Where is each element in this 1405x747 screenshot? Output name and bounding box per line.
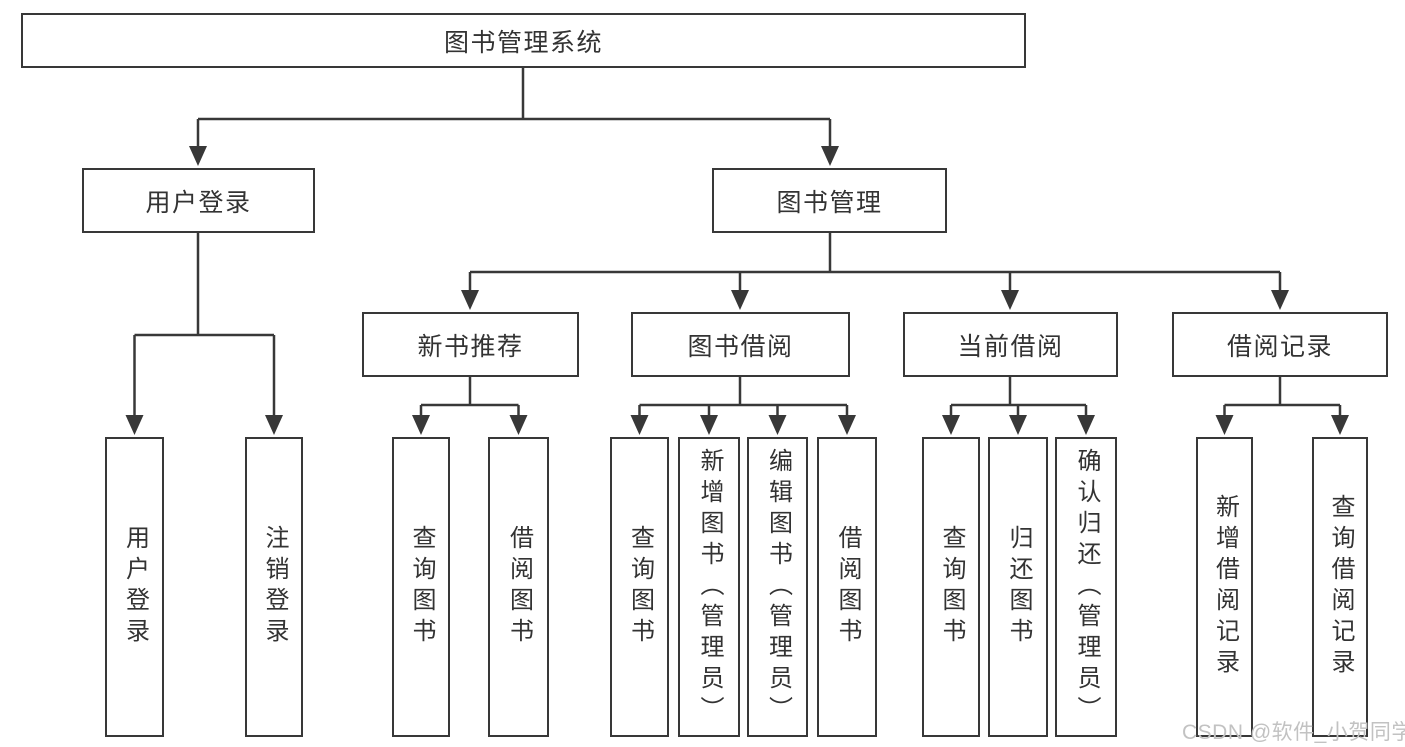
node-label: 图书管理 — [776, 188, 883, 217]
leaf-label: 查询图书 — [408, 525, 435, 649]
node-label: 借阅记录 — [1226, 332, 1333, 361]
node-library-management-system: 图书管理系统 — [21, 13, 1026, 68]
leaf-confirm-return-admin: 确认归还（管理员） — [1055, 437, 1117, 737]
leaf-query-books-borrow: 查询图书 — [610, 437, 669, 737]
leaf-borrow-books: 借阅图书 — [817, 437, 877, 737]
leaf-label: 新增借阅记录 — [1211, 494, 1239, 680]
node-label: 用户登录 — [145, 188, 252, 217]
leaf-label: 确认归还（管理员） — [1073, 447, 1100, 727]
watermark: CSDN @软件_小贺同学 — [1182, 721, 1405, 744]
leaf-query-borrow-record: 查询借阅记录 — [1312, 437, 1368, 737]
leaf-label: 注销登录 — [261, 525, 288, 649]
node-label: 当前借阅 — [957, 332, 1064, 361]
node-new-book-recommendation: 新书推荐 — [362, 312, 579, 377]
leaf-label: 用户登录 — [121, 525, 149, 649]
leaf-label: 查询图书 — [938, 525, 965, 649]
node-user-login: 用户登录 — [82, 168, 315, 233]
leaf-add-borrow-record: 新增借阅记录 — [1196, 437, 1253, 737]
node-label: 新书推荐 — [417, 332, 524, 361]
leaf-label: 新增图书（管理员） — [696, 447, 723, 727]
leaf-user-login: 用户登录 — [105, 437, 164, 737]
node-label: 图书管理系统 — [443, 28, 603, 57]
leaf-borrow-books-recommend: 借阅图书 — [488, 437, 549, 737]
leaf-return-book: 归还图书 — [988, 437, 1048, 737]
node-book-borrowing: 图书借阅 — [631, 312, 850, 377]
leaf-add-book-admin: 新增图书（管理员） — [678, 437, 740, 737]
node-current-borrowing: 当前借阅 — [903, 312, 1118, 377]
leaf-label: 借阅图书 — [505, 525, 533, 649]
node-book-management: 图书管理 — [712, 168, 947, 233]
leaf-query-books-recommend: 查询图书 — [392, 437, 450, 737]
leaf-logout: 注销登录 — [245, 437, 303, 737]
leaf-query-books-current: 查询图书 — [922, 437, 980, 737]
leaf-label: 归还图书 — [1005, 525, 1032, 649]
node-label: 图书借阅 — [687, 332, 794, 361]
node-borrowing-records: 借阅记录 — [1172, 312, 1388, 377]
leaf-label: 借阅图书 — [834, 525, 861, 649]
leaf-label: 查询借阅记录 — [1327, 494, 1354, 680]
leaf-edit-book-admin: 编辑图书（管理员） — [747, 437, 808, 737]
leaf-label: 编辑图书（管理员） — [764, 447, 792, 727]
leaf-label: 查询图书 — [626, 525, 654, 649]
